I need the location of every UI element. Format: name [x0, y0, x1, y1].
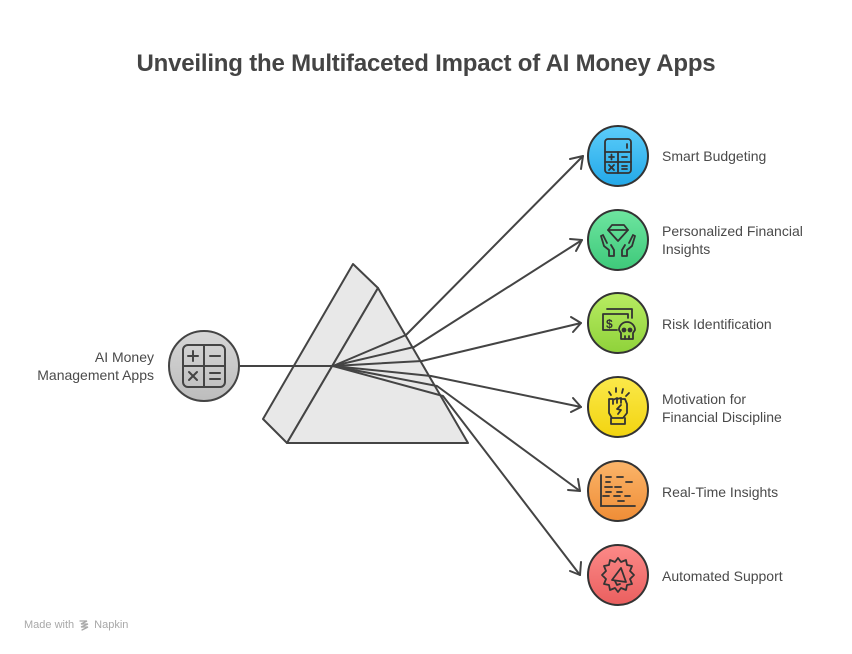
output-node-smart-budgeting: [587, 125, 649, 187]
arrowhead-icon: [570, 397, 582, 413]
output-node-motivation: [587, 376, 649, 438]
raised-fist-icon: [608, 387, 630, 425]
ray-real-time-insights: [332, 365, 581, 492]
label-risk-identification: Risk Identification: [662, 315, 842, 333]
ray-motivation: [332, 365, 582, 408]
ray-automated-support: [332, 365, 581, 576]
calculator-icon: [604, 138, 632, 174]
label-real-time-insights: Real-Time Insights: [662, 483, 842, 501]
output-node-personalized-insights: [587, 209, 649, 271]
label-automated-support: Automated Support: [662, 567, 842, 585]
arrowhead-icon: [569, 238, 583, 252]
source-label: AI Money Management Apps: [37, 348, 154, 384]
ray-smart-budgeting: [332, 155, 584, 367]
label-line: Smart Budgeting: [662, 148, 767, 164]
napkin-logo-icon: [79, 620, 89, 631]
gear-megaphone-icon: [601, 557, 635, 593]
label-line: Personalized Financial: [662, 223, 803, 239]
output-node-automated-support: [587, 544, 649, 606]
arrowhead-icon: [570, 316, 582, 333]
output-node-risk-identification: $: [587, 292, 649, 354]
output-rays: [332, 155, 584, 576]
label-line: Real-Time Insights: [662, 484, 779, 500]
timeline-chart-icon: [600, 474, 636, 507]
label-smart-budgeting: Smart Budgeting: [662, 147, 842, 165]
money-skull-icon: $: [602, 308, 636, 340]
ray-personalized-insights: [332, 239, 583, 367]
calculator-icon: [182, 344, 226, 388]
diamond-hands-icon: [600, 224, 636, 257]
arrowhead-icon: [569, 561, 582, 576]
label-line: Motivation for: [662, 391, 747, 407]
arrowhead-icon: [567, 478, 581, 492]
diagram-title: Unveiling the Multifaceted Impact of AI …: [136, 50, 716, 77]
svg-text:$: $: [606, 317, 613, 331]
label-line: Financial Discipline: [662, 409, 782, 425]
label-line: Insights: [662, 241, 711, 257]
source-label-line2: Management Apps: [37, 367, 154, 383]
arrowhead-icon: [569, 155, 584, 170]
label-motivation: Motivation for Financial Discipline: [662, 390, 842, 426]
output-node-real-time-insights: [587, 460, 649, 522]
napkin-brand-text: Napkin: [94, 619, 129, 631]
label-line: Automated Support: [662, 568, 783, 584]
label-personalized-insights: Personalized Financial Insights: [662, 222, 842, 258]
source-node: [168, 330, 240, 402]
source-label-line1: AI Money: [94, 349, 154, 365]
prism-shape: [262, 263, 469, 444]
label-line: Risk Identification: [662, 316, 772, 332]
ray-risk-identification: [332, 322, 582, 367]
made-with-text: Made with: [24, 619, 75, 631]
footer-watermark: Made with Napkin: [24, 619, 128, 631]
